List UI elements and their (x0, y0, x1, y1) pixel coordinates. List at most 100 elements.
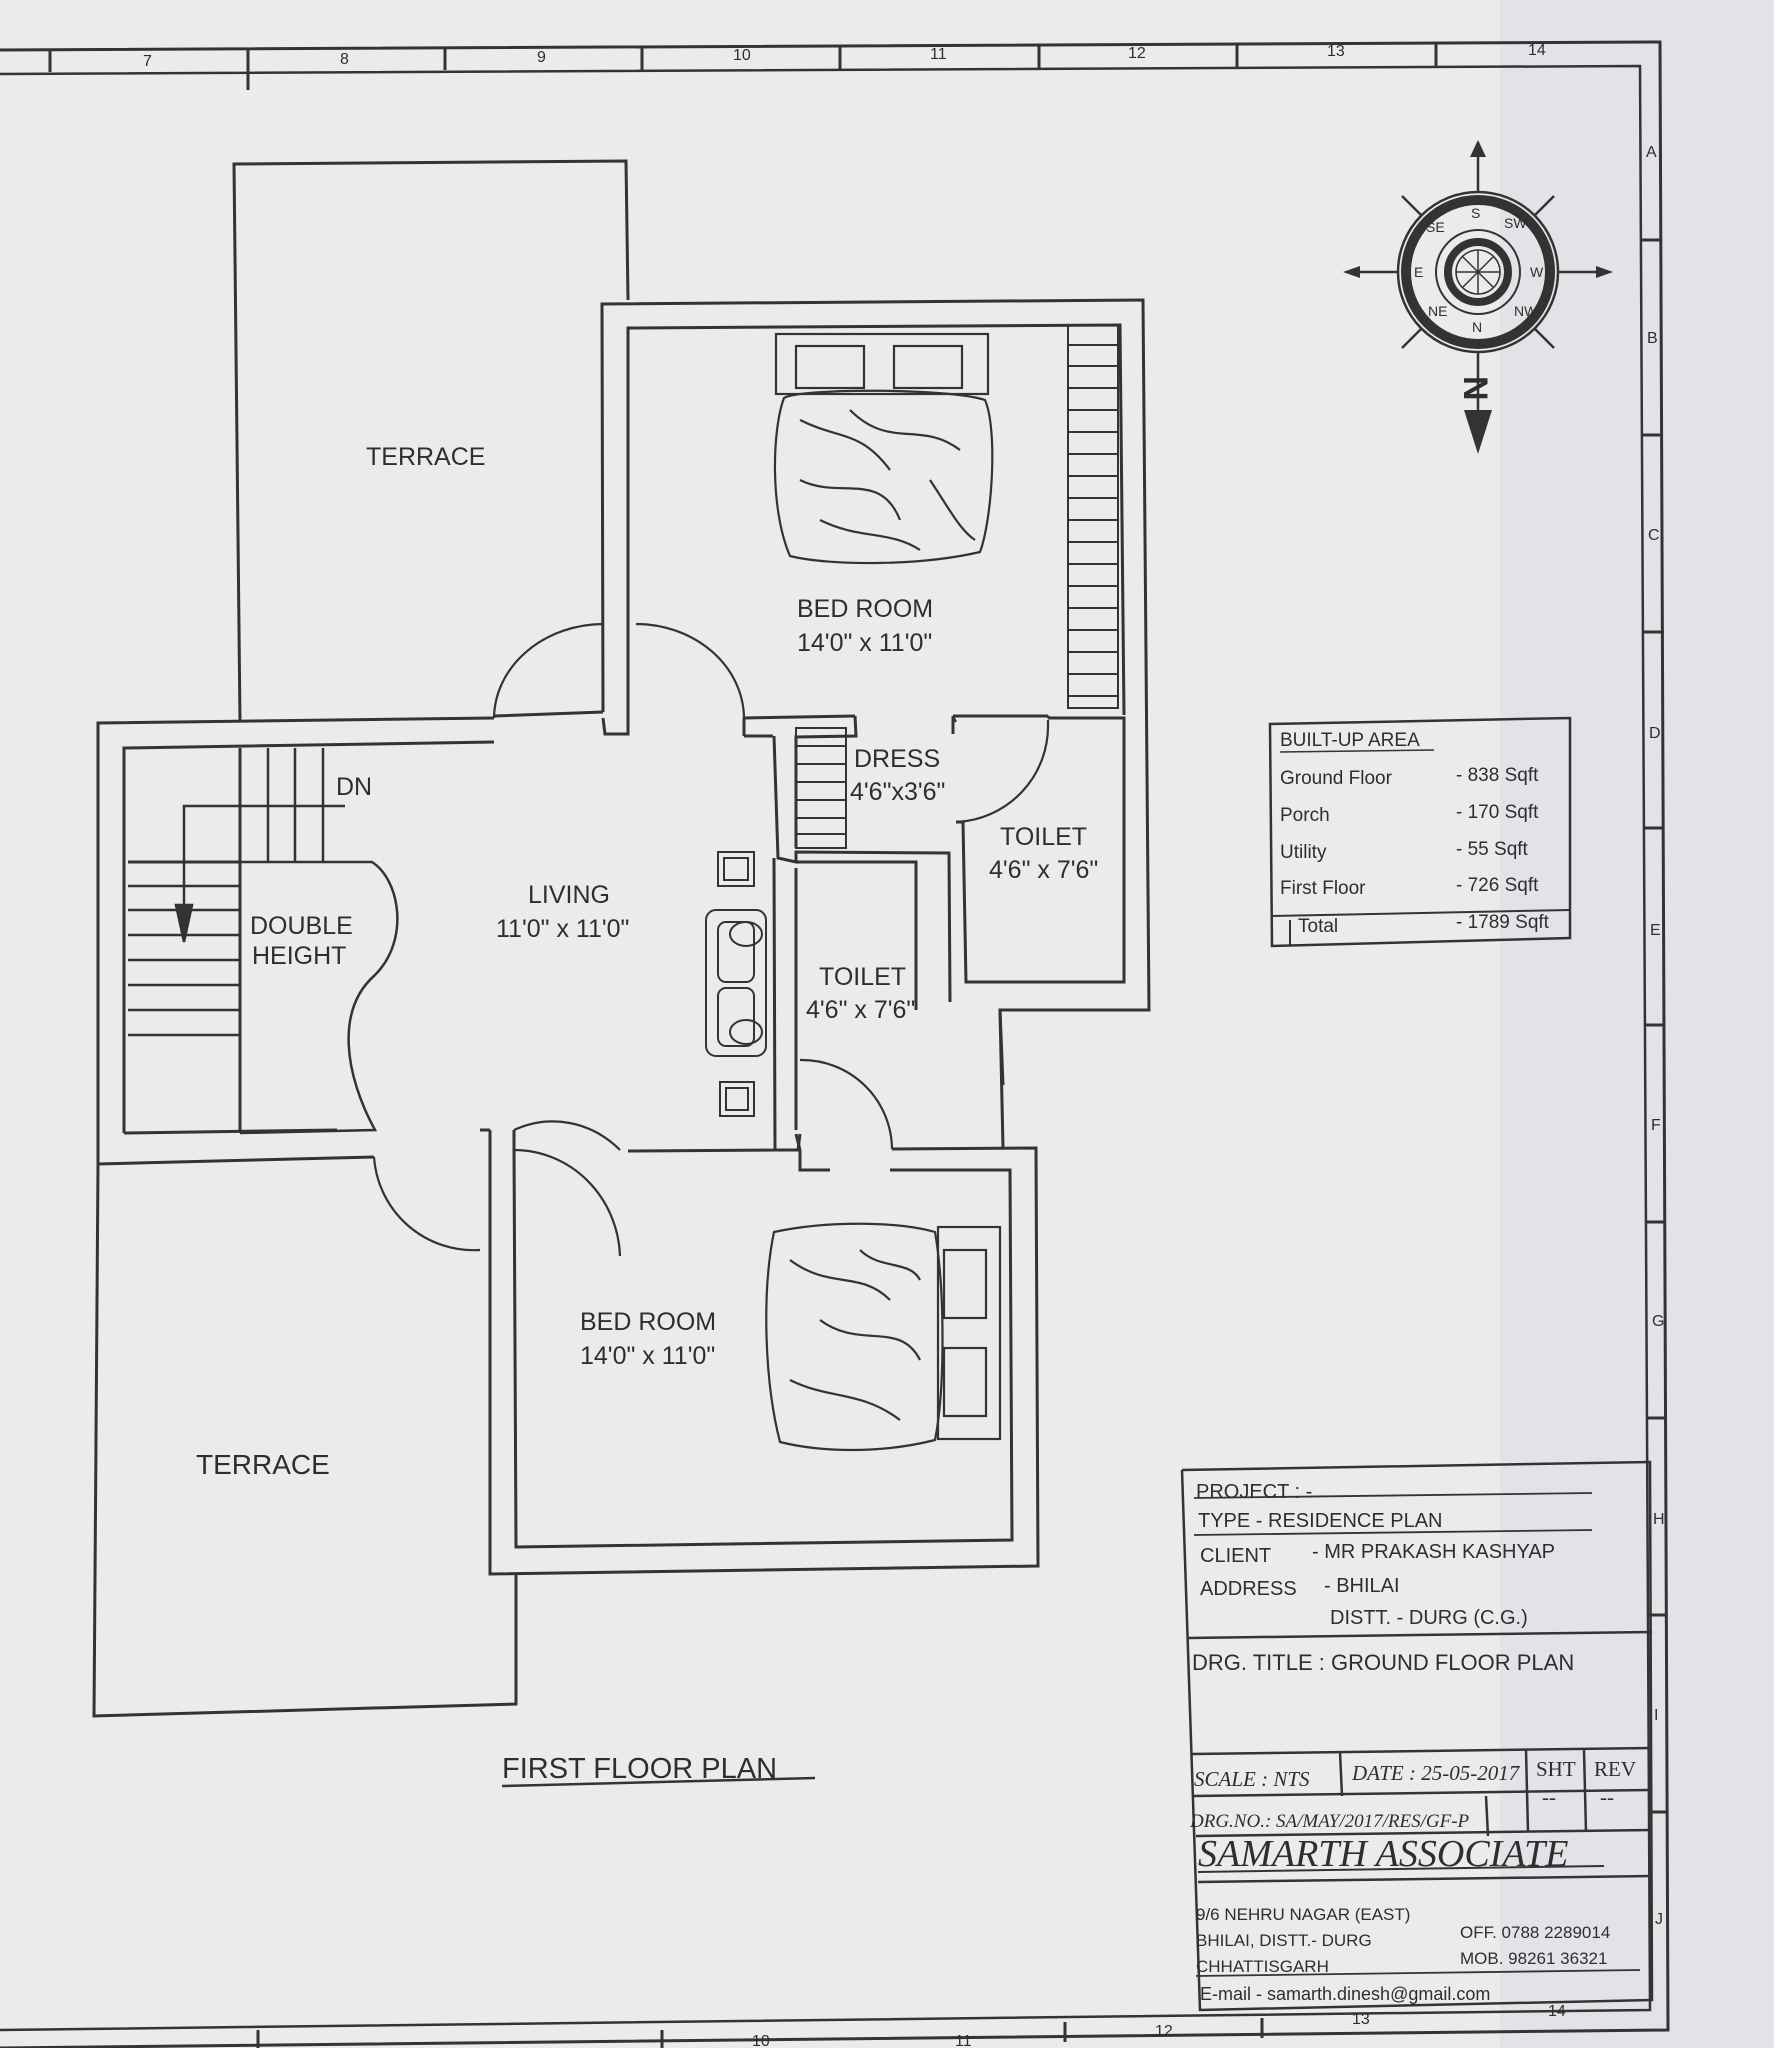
tb-sht-value: -- (1542, 1785, 1556, 1809)
border-letter: A (1646, 144, 1657, 161)
border-right-letters: A B C D E F G H I J (1646, 144, 1665, 1928)
wardrobe (1067, 324, 1119, 709)
area-value: - 170 Sqft (1456, 802, 1539, 823)
tb-type: TYPE - RESIDENCE PLAN (1198, 1510, 1443, 1532)
tb-address-value: - BHILAI (1324, 1575, 1400, 1597)
border-number: 12 (1128, 45, 1146, 62)
border-letter: C (1648, 527, 1660, 544)
border-number: 11 (955, 2033, 972, 2048)
tb-addr-3: CHHATTISGARH (1196, 1957, 1329, 1976)
border-letter: F (1651, 1117, 1661, 1134)
tb-rev-value: -- (1600, 1785, 1614, 1809)
border-letter: I (1654, 1707, 1658, 1724)
border-letter: E (1650, 922, 1661, 939)
room-size-bedroom-1: 14'0" x 11'0" (797, 629, 932, 657)
border-letter: H (1653, 1511, 1665, 1528)
area-label: Utility (1280, 842, 1327, 863)
tb-address-line2: DISTT. - DURG (C.G.) (1330, 1607, 1528, 1629)
room-label-living: LIVING (528, 881, 610, 909)
tb-scale: SCALE : NTS (1194, 1767, 1310, 1791)
border-number: 11 (930, 46, 947, 63)
border-number: 14 (1528, 42, 1546, 59)
room-size-toilet-1: 4'6" x 7'6" (989, 856, 1098, 884)
border-letter: G (1652, 1313, 1664, 1330)
living-outline (96, 716, 495, 1164)
border-letter: B (1647, 330, 1658, 347)
room-label-toilet-1: TOILET (1000, 823, 1087, 851)
room-size-toilet-2: 4'6" x 7'6" (806, 996, 915, 1024)
drawing-border (0, 40, 1670, 2048)
area-value-total: - 1789 Sqft (1456, 912, 1550, 933)
border-number: 13 (1327, 43, 1345, 60)
compass-letter-w: W (1530, 264, 1544, 280)
pillow (794, 344, 866, 390)
tb-email: E-mail - samarth.dinesh@gmail.com (1200, 1984, 1490, 2004)
area-label-total: Total (1298, 916, 1338, 937)
area-label: Ground Floor (1280, 768, 1393, 789)
tb-office-phone: OFF. 0788 2289014 (1460, 1923, 1610, 1942)
pillow (892, 344, 964, 390)
room-size-living: 11'0" x 11'0" (496, 915, 629, 943)
room-size-bedroom-2: 14'0" x 11'0" (580, 1342, 715, 1370)
staircase (128, 748, 399, 1135)
sofa (705, 909, 767, 1057)
built-up-area-title: BUILT-UP AREA (1280, 730, 1420, 751)
side-tables (717, 851, 755, 1117)
dress-shelf (795, 727, 847, 849)
room-label-toilet-2: TOILET (819, 963, 906, 991)
compass-north-label: N (1456, 376, 1494, 401)
tb-addr-1: 9/6 NEHRU NAGAR (EAST) (1196, 1905, 1410, 1924)
compass-letter-e: E (1414, 264, 1423, 280)
border-number: 10 (752, 2033, 770, 2048)
compass-letter-nw: NW (1514, 303, 1538, 319)
area-value: - 726 Sqft (1456, 875, 1539, 896)
border-number: 13 (1352, 2011, 1370, 2028)
room-label-terrace-top: TERRACE (366, 443, 485, 471)
border-letter: J (1655, 1911, 1663, 1928)
border-number: 8 (340, 51, 349, 68)
border-top-numbers: 7 8 9 10 11 12 13 14 (143, 42, 1546, 70)
title-block: PROJECT : - TYPE - RESIDENCE PLAN CLIENT… (1180, 1460, 1654, 2012)
terrace-bottom-outline (92, 1163, 518, 1718)
compass-letter-n: N (1472, 319, 1482, 335)
compass-letter-sw: SW (1504, 215, 1527, 231)
bed-2 (765, 1222, 1002, 1452)
room-label-double-height-2: HEIGHT (252, 942, 346, 970)
area-label: First Floor (1280, 878, 1366, 899)
tb-drg-no: DRG.NO.: SA/MAY/2017/RES/GF-P (1189, 1811, 1470, 1832)
doors (372, 622, 1050, 1257)
room-label-bedroom-2: BED ROOM (580, 1308, 716, 1336)
tb-mobile: MOB. 98261 36321 (1460, 1949, 1607, 1968)
room-label-bedroom-1: BED ROOM (797, 595, 933, 623)
border-number: 14 (1548, 2003, 1566, 2020)
border-number: 7 (143, 53, 152, 70)
double-height-void (239, 860, 399, 1135)
tb-addr-2: BHILAI, DISTT.- DURG (1196, 1931, 1372, 1950)
terrace-top-outline (232, 159, 630, 723)
compass-letter-ne: NE (1428, 303, 1447, 319)
border-number: 12 (1155, 2023, 1173, 2040)
built-up-area-table: BUILT-UP AREA Ground Floor - 838 Sqft Po… (1268, 716, 1572, 948)
plan-title-underline (501, 1776, 816, 1788)
bed-1 (773, 332, 994, 565)
room-label-dress: DRESS (854, 745, 940, 773)
bedroom-2-outline (488, 1130, 1040, 1576)
north-compass: S SW W NW N NE E SE N (1343, 140, 1613, 454)
tb-client-label: CLIENT (1200, 1545, 1271, 1567)
tb-client-value: - MR PRAKASH KASHYAP (1312, 1541, 1555, 1563)
border-bottom-numbers: 10 11 12 13 14 (752, 2003, 1566, 2048)
room-labels: TERRACE BED ROOM 14'0" x 11'0" DRESS 4'6… (196, 443, 1098, 1480)
tb-date: DATE : 25-05-2017 (1351, 1761, 1521, 1785)
room-size-dress: 4'6"x3'6" (850, 778, 945, 806)
border-number: 9 (537, 49, 546, 66)
area-value: - 838 Sqft (1456, 765, 1539, 786)
border-letter: D (1649, 725, 1661, 742)
tb-sht-label: SHT (1536, 1757, 1576, 1781)
room-label-terrace-bottom: TERRACE (196, 1449, 330, 1480)
stair-arrow (182, 804, 345, 930)
room-label-double-height-1: DOUBLE (250, 912, 353, 940)
tb-address-label: ADDRESS (1200, 1578, 1297, 1600)
pillow (942, 1248, 988, 1320)
firm-underline (1197, 1865, 1605, 1873)
